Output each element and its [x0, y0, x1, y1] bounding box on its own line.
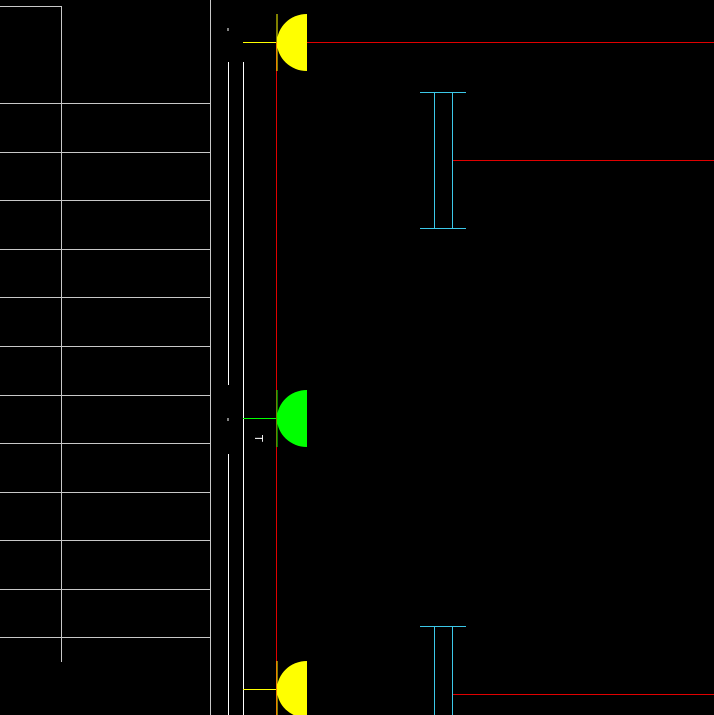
yellow-half-disc-icon [243, 661, 307, 715]
small-label: T [252, 434, 265, 442]
yellow-half-disc-icon [243, 14, 307, 71]
yellow-half-disc-shape [277, 661, 307, 715]
cyan-i-beam-icon [420, 626, 466, 715]
yellow-half-disc-shape [277, 14, 307, 71]
wall-lines [227, 28, 244, 715]
red-pipe-lines [276, 42, 714, 715]
cyan-i-beam-icon [420, 92, 466, 229]
schedule-table [0, 0, 211, 715]
green-half-disc-shape [277, 390, 307, 447]
green-half-disc-icon [243, 390, 307, 447]
